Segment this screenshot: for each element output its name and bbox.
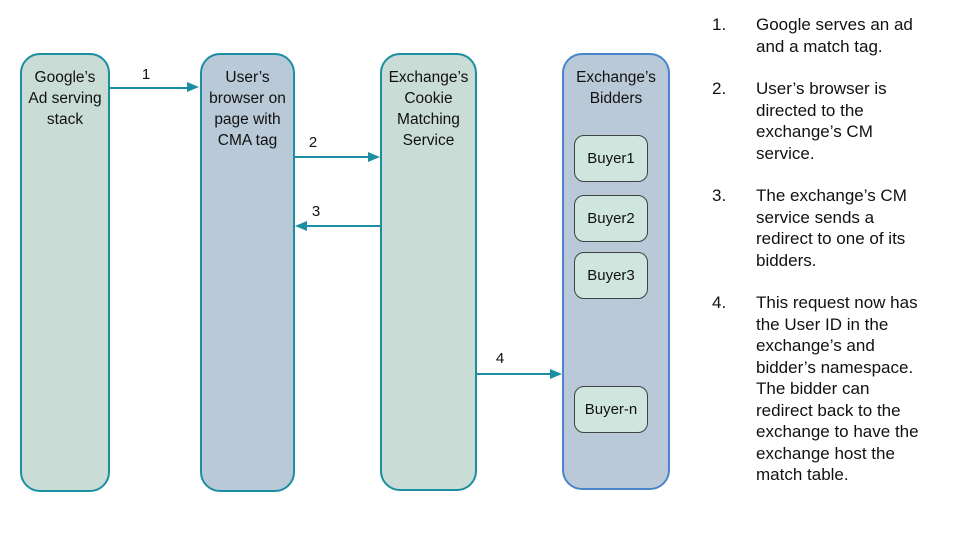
arrow-2-shaft (295, 155, 369, 159)
lane-bidders-label: Exchange’s Bidders (576, 69, 656, 107)
lane-google-label: Google’s Ad serving stack (28, 69, 102, 128)
arrow-3-shaft (307, 224, 380, 228)
buyer1-label: Buyer1 (587, 150, 635, 167)
buyer2-box: Buyer2 (574, 195, 648, 242)
arrow-4-shaft (477, 372, 551, 376)
arrow-4-head-icon (550, 368, 562, 379)
lane-google-ad-serving-stack: Google’s Ad serving stack (20, 53, 110, 492)
step-item-1: 1. Google serves an ad and a match tag. (712, 14, 960, 57)
step-1-text: Google serves an ad and a match tag. (756, 15, 913, 56)
step-4-text: This request now has the User ID in the … (756, 293, 919, 484)
arrow-4-label: 4 (495, 350, 505, 367)
step-item-4: 4. This request now has the User ID in t… (712, 292, 960, 486)
step-4-number: 4. (712, 293, 727, 312)
buyer2-label: Buyer2 (587, 210, 635, 227)
step-3-number: 3. (712, 186, 727, 205)
step-3-text: The exchange’s CM service sends a redire… (756, 186, 907, 270)
lane-cm-label: Exchange’s Cookie Matching Service (388, 69, 469, 149)
step-item-3: 3. The exchange’s CM service sends a red… (712, 185, 960, 271)
lane-user-browser: User’s browser on page with CMA tag (200, 53, 295, 492)
arrow-1-head-icon (187, 82, 199, 93)
arrow-1-label: 1 (141, 66, 151, 83)
step-2-text: User’s browser is directed to the exchan… (756, 79, 887, 163)
arrow-2-head-icon (368, 151, 380, 162)
buyer3-box: Buyer3 (574, 252, 648, 299)
arrow-2-label: 2 (308, 134, 318, 151)
buyer1-box: Buyer1 (574, 135, 648, 182)
arrow-3-label: 3 (311, 203, 321, 220)
lane-browser-label: User’s browser on page with CMA tag (209, 69, 286, 149)
step-item-2: 2. User’s browser is directed to the exc… (712, 78, 960, 164)
buyer-n-label: Buyer-n (584, 401, 638, 418)
lane-exchange-cookie-matching-service: Exchange’s Cookie Matching Service (380, 53, 477, 491)
lane-exchange-bidders: Exchange’s Bidders Buyer1 Buyer2 Buyer3 … (562, 53, 670, 490)
buyer3-label: Buyer3 (587, 267, 635, 284)
steps-list: 1. Google serves an ad and a match tag. … (712, 14, 960, 507)
arrow-1-shaft (110, 86, 188, 89)
step-2-number: 2. (712, 79, 727, 98)
arrow-3-head-icon (295, 220, 307, 231)
buyer-n-box: Buyer-n (574, 386, 648, 433)
step-1-number: 1. (712, 15, 727, 34)
